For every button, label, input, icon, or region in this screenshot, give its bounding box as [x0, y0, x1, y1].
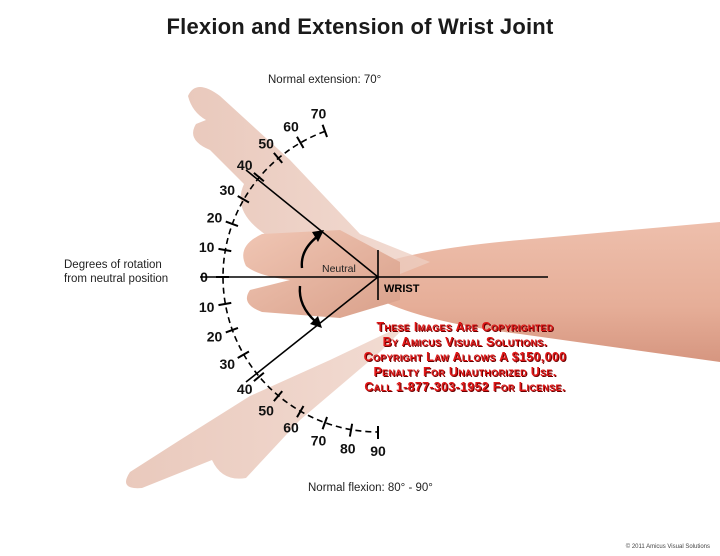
extension-20-tick [225, 220, 239, 227]
forearm-illustration [372, 222, 720, 362]
flexion-30-label: 30 [220, 356, 236, 372]
extension-50-label: 50 [258, 136, 274, 152]
copyright-notice: These Images Are Copyrighted By Amicus V… [300, 320, 630, 395]
flexion-80-tick [348, 423, 354, 437]
extension-20-label: 20 [207, 209, 223, 225]
extension-60-tick [296, 136, 305, 149]
flexion-80-label: 80 [340, 440, 356, 456]
copyright-line-3: Copyright Law Allows A $150,000 [363, 350, 567, 364]
protractor-arc [222, 130, 379, 433]
extension-10-tick [218, 247, 232, 253]
flexion-60-tick [296, 405, 305, 418]
flexion-30-tick [237, 350, 250, 359]
copyright-line-5: Call 1-877-303-1952 For License. [364, 380, 566, 394]
flexion-10-label: 10 [199, 299, 215, 315]
extension-arrow [300, 235, 319, 269]
footer-credit: © 2011 Amicus Visual Solutions [625, 544, 710, 550]
normal-extension-caption: Normal extension: 70° [268, 74, 382, 86]
flexion-20-tick [225, 327, 239, 334]
neutral-label: Neutral [322, 263, 356, 275]
flexion-40-tick [253, 372, 265, 382]
flexion-arrow [298, 285, 317, 323]
extension-70-label: 70 [311, 105, 327, 121]
extension-40-tick [253, 172, 265, 182]
extension-30-tick [237, 195, 250, 204]
neutral-hand-illustration [243, 230, 400, 318]
extension-reference-line [245, 169, 379, 278]
rotation-axis-label: Degrees of rotation from neutral positio… [64, 258, 194, 286]
flexion-70-tick [321, 416, 328, 430]
flexion-40-label: 40 [237, 381, 253, 397]
flexion-60-label: 60 [283, 420, 299, 436]
page-title: Flexion and Extension of Wrist Joint [166, 14, 554, 39]
flexed-hand-illustration [126, 322, 410, 489]
extension-arrowhead [312, 230, 324, 242]
wrist-label: WRIST [384, 283, 420, 295]
normal-flexion-caption: Normal flexion: 80° - 90° [308, 482, 433, 494]
flexion-50-label: 50 [258, 402, 274, 418]
flexion-10-tick [218, 301, 232, 307]
flexion-arrowhead [310, 316, 322, 328]
flexion-70-label: 70 [311, 433, 327, 449]
flexion-90-label: 90 [370, 443, 386, 459]
copyright-line-1: These Images Are Copyrighted [376, 320, 554, 334]
copyright-line-4: Penalty For Unauthorized Use. [373, 365, 557, 379]
extension-70-tick [321, 124, 328, 138]
extension-10-label: 10 [199, 239, 215, 255]
extended-hand-illustration [188, 87, 430, 290]
copyright-line-2: By Amicus Visual Solutions. [382, 335, 548, 349]
extension-30-label: 30 [220, 182, 236, 198]
rotation-axis-label-line1: Degrees of rotation [64, 259, 162, 271]
rotation-axis-label-line2: from neutral position [64, 273, 169, 285]
extension-60-label: 60 [283, 118, 299, 134]
extension-50-tick [273, 152, 283, 164]
flexion-20-label: 20 [207, 329, 223, 345]
flexion-50-tick [273, 390, 283, 402]
flexion-reference-line [245, 276, 379, 383]
extension-40-label: 40 [237, 157, 253, 173]
